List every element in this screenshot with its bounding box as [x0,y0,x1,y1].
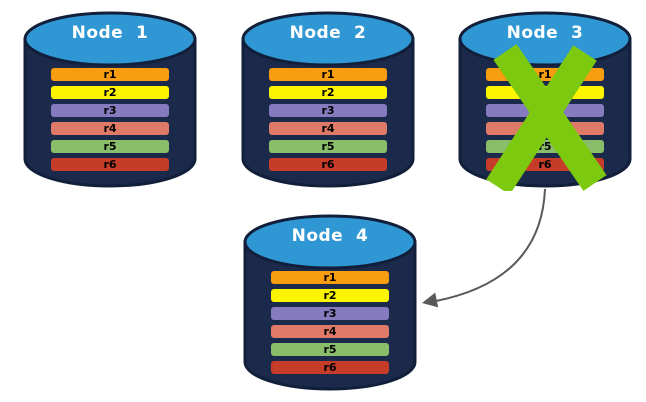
node-3-rows: r1 r2 r3 r4 r5 r6 [486,68,604,176]
row-r6: r6 [269,158,387,171]
row-r3: r3 [269,104,387,117]
row-r5: r5 [51,140,169,153]
row-r5: r5 [486,140,604,153]
node-4-rows: r1 r2 r3 r4 r5 r6 [271,271,389,379]
node-4-label: Node 4 [291,226,369,246]
node-1-label: Node 1 [71,23,149,43]
row-r5: r5 [269,140,387,153]
row-r2: r2 [271,289,389,302]
node-3-cylinder: Node 3 r1 r2 r3 r4 r5 r6 [457,7,633,191]
row-r5: r5 [271,343,389,356]
node-1-cylinder: Node 1 r1 r2 r3 r4 r5 r6 [22,7,198,191]
row-r3: r3 [271,307,389,320]
row-r2: r2 [51,86,169,99]
row-r4: r4 [271,325,389,338]
row-r2: r2 [486,86,604,99]
row-r3: r3 [51,104,169,117]
row-r4: r4 [269,122,387,135]
node-2-rows: r1 r2 r3 r4 r5 r6 [269,68,387,176]
node-3-label: Node 3 [506,23,584,43]
row-r6: r6 [271,361,389,374]
node-4-cylinder: Node 4 r1 r2 r3 r4 r5 r6 [242,210,418,394]
row-r1: r1 [51,68,169,81]
node-2-cylinder: Node 2 r1 r2 r3 r4 r5 r6 [240,7,416,191]
row-r1: r1 [271,271,389,284]
row-r6: r6 [486,158,604,171]
node-2-label: Node 2 [289,23,367,43]
row-r1: r1 [486,68,604,81]
row-r4: r4 [51,122,169,135]
row-r2: r2 [269,86,387,99]
node-1-rows: r1 r2 r3 r4 r5 r6 [51,68,169,176]
row-r3: r3 [486,104,604,117]
row-r4: r4 [486,122,604,135]
row-r6: r6 [51,158,169,171]
row-r1: r1 [269,68,387,81]
